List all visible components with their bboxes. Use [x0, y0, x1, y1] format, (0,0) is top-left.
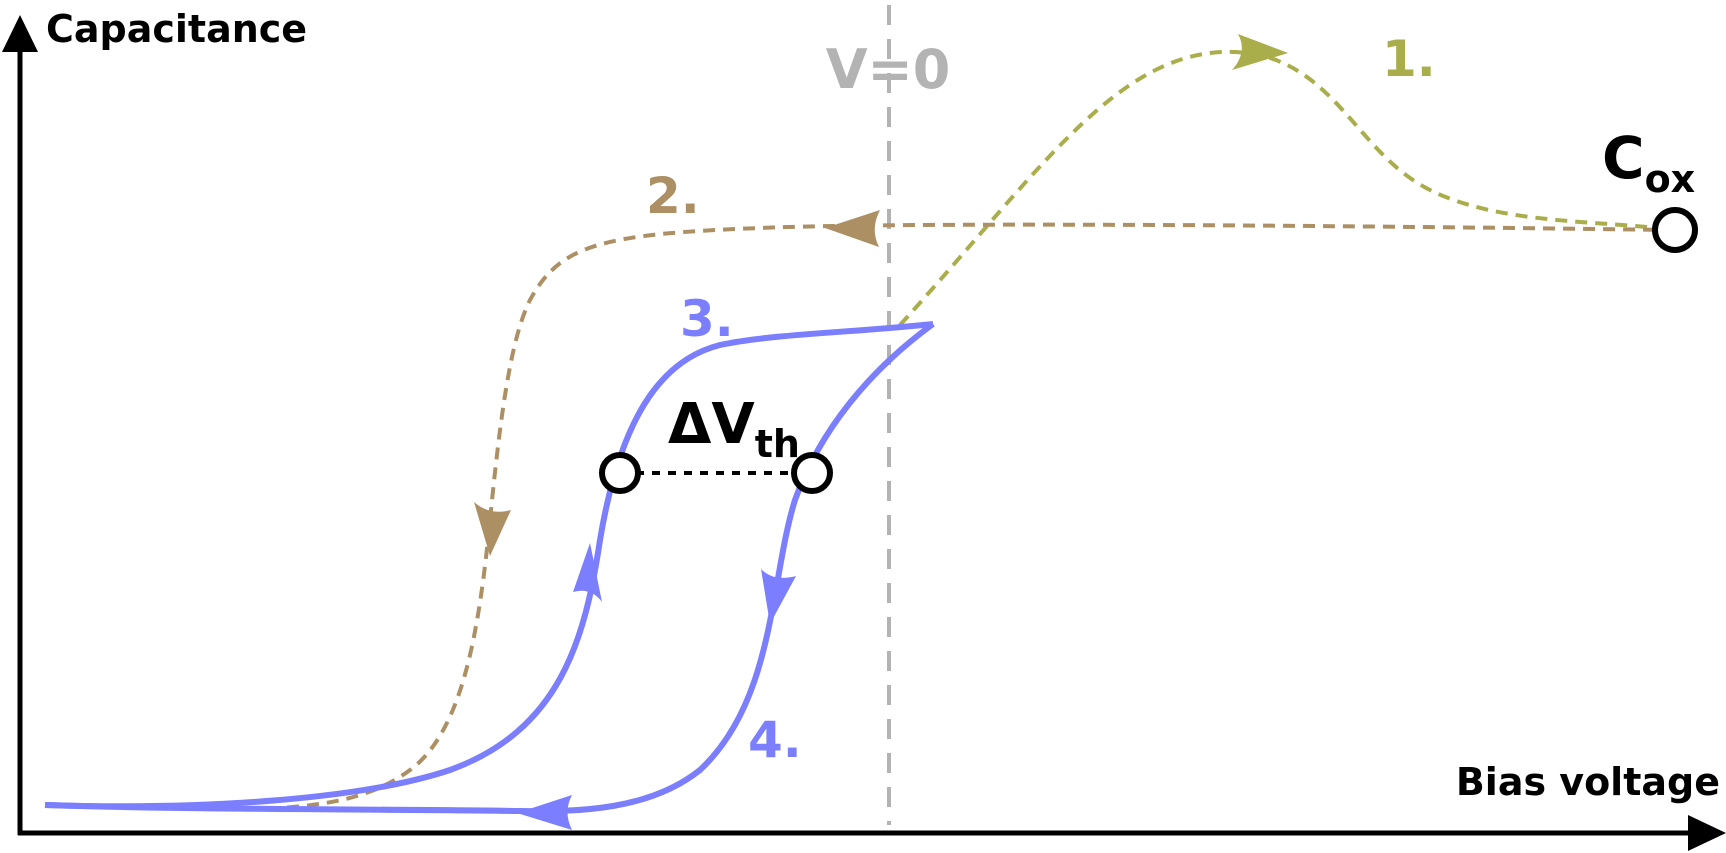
cox-label: Cox — [1602, 124, 1695, 201]
threshold-shift-label-sub: th — [755, 422, 800, 466]
threshold-marker-right — [791, 452, 833, 494]
step-2-curve — [279, 222, 1676, 810]
x-axis-arrowhead — [1688, 815, 1726, 851]
step-4-curve — [44, 321, 935, 815]
cox-marker — [1652, 207, 1698, 253]
step-1-arrowhead — [1232, 34, 1288, 70]
v-zero-label: V=0 — [826, 38, 951, 101]
y-axis-label: Capacitance — [46, 7, 307, 51]
step-1-label: 1. — [1382, 30, 1436, 88]
threshold-shift-label: ΔVth — [668, 392, 800, 466]
step-3-label: 3. — [680, 290, 734, 348]
cox-label-sub: ox — [1645, 157, 1696, 201]
x-axis-label: Bias voltage — [1456, 760, 1720, 804]
step-2-arrowhead-down — [474, 502, 511, 556]
cox-label-main: C — [1602, 124, 1645, 192]
y-axis-arrowhead — [2, 15, 38, 52]
threshold-shift-label-main: ΔV — [668, 392, 755, 457]
step-4-arrowhead-left — [517, 795, 572, 830]
step-2-arrowhead-left — [825, 210, 880, 247]
threshold-marker-left — [599, 452, 641, 494]
step-4-arrowhead-down — [761, 569, 796, 624]
step-3-arrowhead — [573, 543, 602, 602]
step-1-curve — [898, 49, 1676, 327]
axes — [2, 15, 1726, 851]
step-4-label: 4. — [748, 711, 802, 769]
step-2-label: 2. — [646, 167, 700, 225]
